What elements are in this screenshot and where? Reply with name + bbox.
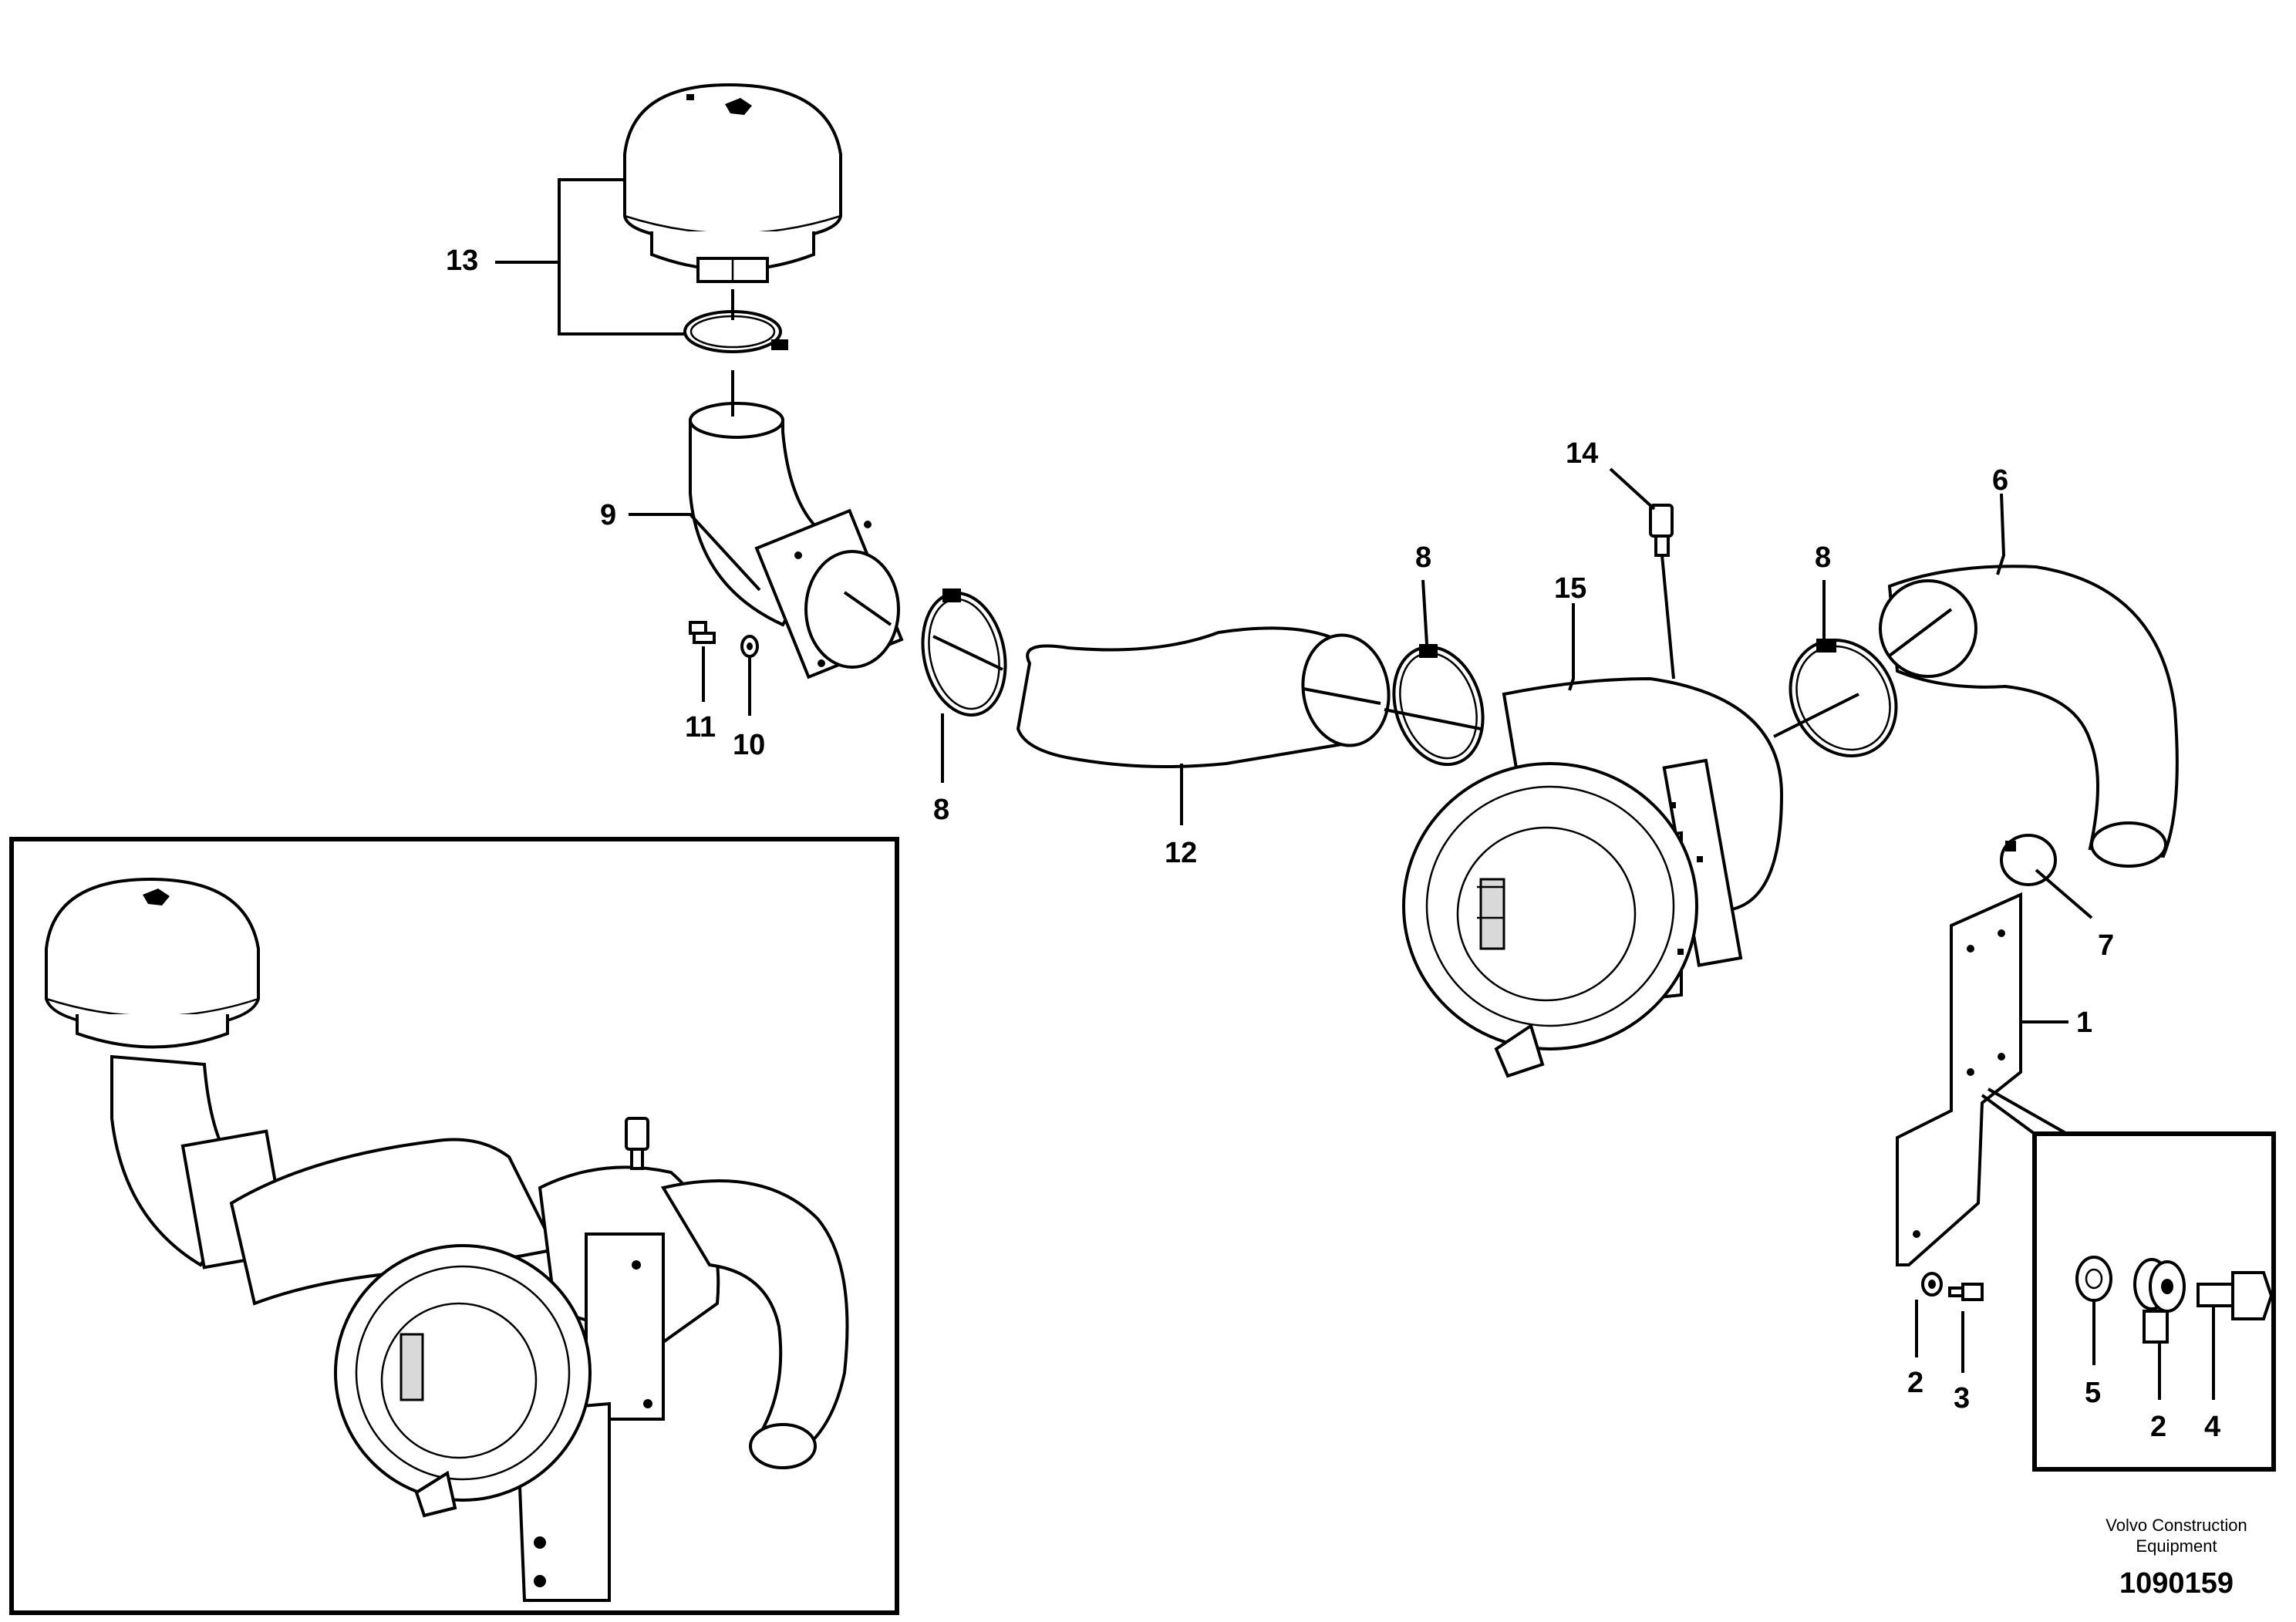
callout-15: 15 [1554, 572, 1586, 605]
hose-clamp-part-13 [683, 310, 788, 353]
callout-8-second: 8 [1415, 541, 1431, 574]
callout-8-third: 8 [1815, 541, 1831, 574]
callout-4: 4 [2204, 1411, 2220, 1443]
leader-lines [495, 178, 2215, 1400]
washer-part-10 [740, 635, 759, 658]
callout-2-lower: 2 [1907, 1367, 1923, 1399]
service-indicator-part-14 [1649, 504, 1674, 557]
assembled-view-drawing [45, 877, 849, 1602]
callout-9: 9 [600, 499, 616, 531]
callout-2-detail: 2 [2150, 1411, 2166, 1443]
small-clamp-part-7 [2000, 834, 2057, 886]
callout-7: 7 [2098, 929, 2114, 962]
nut-part-5 [2075, 1256, 2112, 1302]
callout-12: 12 [1165, 837, 1197, 869]
hose-clamp-part-8-first [921, 588, 1007, 717]
callout-1: 1 [2076, 1007, 2092, 1039]
elbow-pipe-part-9 [689, 402, 904, 679]
tab-washer-part-2 [2133, 1258, 2186, 1344]
hose-part-12 [1016, 626, 1391, 768]
bolt-part-3 [1948, 1283, 1984, 1301]
air-cleaner-part-15 [1402, 676, 1784, 1078]
outlet-elbow-part-6 [1879, 565, 2179, 868]
callout-8-first: 8 [933, 794, 949, 826]
mounting-bracket-part-1 [1896, 892, 2022, 1266]
callout-11: 11 [685, 711, 716, 744]
callout-14: 14 [1566, 437, 1598, 470]
callout-6: 6 [1992, 464, 2008, 497]
hose-clamp-part-8-second [1392, 644, 1485, 767]
detail-inset-box [1981, 1088, 2276, 1472]
callout-3: 3 [1954, 1382, 1970, 1415]
callout-13: 13 [446, 244, 478, 277]
callout-labels: 13 9 11 10 8 12 8 14 15 8 6 7 1 2 3 5 2 … [446, 244, 2220, 1443]
precleaner-cap-part-13 [623, 83, 842, 283]
company-line-1: Volvo Construction [2106, 1516, 2247, 1535]
callout-5: 5 [2085, 1377, 2101, 1409]
bolt-part-4 [2197, 1271, 2274, 1320]
company-line-2: Equipment [2136, 1536, 2217, 1556]
washer-part-2 [1921, 1272, 1943, 1297]
callout-10: 10 [733, 729, 765, 761]
bolt-part-11 [689, 621, 716, 644]
drawing-number: 1090159 [2119, 1567, 2234, 1600]
drawing-footer: Volvo Construction Equipment 1090159 [2106, 1516, 2247, 1600]
